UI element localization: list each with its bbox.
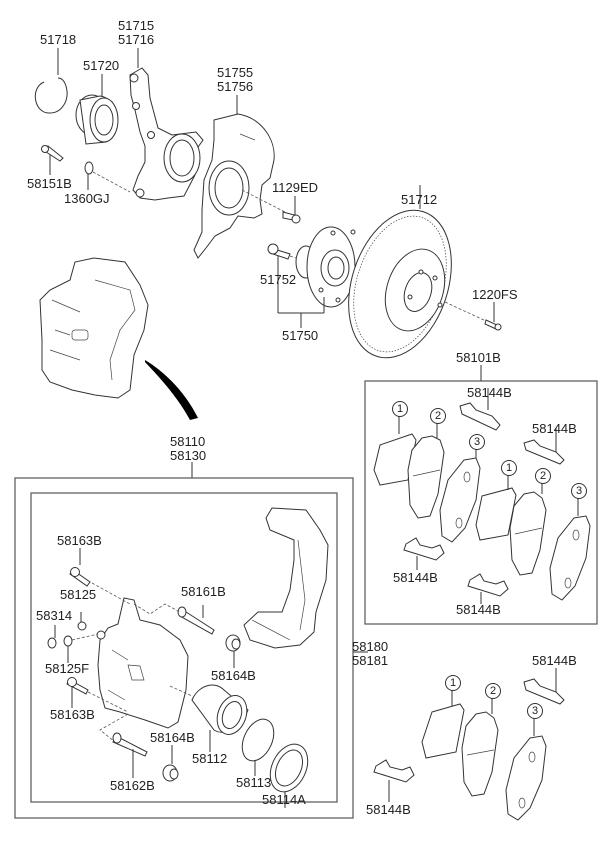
- label-pad-kit-lower[interactable]: 58180 58181: [352, 640, 388, 668]
- label-58114a[interactable]: 58114A: [262, 792, 306, 807]
- label-51715: 51715: [118, 18, 155, 33]
- callout-upper-a-2: 2: [430, 408, 446, 424]
- label-51755: 51755: [217, 65, 254, 80]
- callout-upper-a-1: 1: [392, 401, 408, 417]
- shim-lower-part[interactable]: [421, 690, 465, 759]
- label-58130: 58130: [170, 448, 207, 463]
- piston-seal-58113-part[interactable]: [236, 714, 280, 776]
- label-58110: 58110: [170, 434, 206, 449]
- label-58112[interactable]: 58112: [192, 751, 228, 766]
- bolt-1129ed-part[interactable]: [282, 196, 301, 224]
- pad-inner-lower-part[interactable]: [461, 697, 499, 797]
- label-58113[interactable]: 58113: [236, 775, 272, 790]
- label-51750[interactable]: 51750: [282, 328, 319, 343]
- pad-inner-upper-b-part[interactable]: [509, 476, 547, 576]
- pad-outer-upper-b-part[interactable]: [549, 498, 591, 601]
- bolt-58163b-bottom-part[interactable]: [66, 677, 129, 713]
- caliper-overview-part[interactable]: [39, 257, 198, 420]
- label-58125[interactable]: 58125: [60, 587, 97, 602]
- shim-upper-a-part[interactable]: [373, 416, 417, 486]
- label-1360gj[interactable]: 1360GJ: [64, 191, 110, 206]
- clip-lower-right-part[interactable]: [523, 668, 565, 705]
- callout-lower-1: 1: [445, 675, 461, 691]
- nut-1360gj-part[interactable]: [84, 161, 131, 193]
- piston-boot-58114a-part[interactable]: [263, 738, 315, 808]
- clip-upper-bottom-right-part[interactable]: [467, 573, 509, 604]
- caliper-assembly-box: [14, 477, 354, 819]
- clip-lower-left-part[interactable]: [373, 759, 415, 802]
- clip-upper-right-part[interactable]: [523, 428, 565, 465]
- label-dust-cover[interactable]: 51755 51756: [217, 66, 253, 94]
- callout-lower-2: 2: [485, 683, 501, 699]
- bleeder-58314-part[interactable]: [47, 625, 57, 649]
- label-58144b-1[interactable]: 58144B: [467, 385, 512, 400]
- guide-pin-58162b-part[interactable]: [99, 713, 148, 778]
- label-51718[interactable]: 51718: [40, 32, 77, 47]
- steering-knuckle-part[interactable]: [129, 48, 204, 201]
- label-58144b-2[interactable]: 58144B: [532, 421, 577, 436]
- clip-upper-top-part[interactable]: [459, 388, 501, 431]
- callout-lower-3: 3: [527, 703, 543, 719]
- pad-inner-upper-a-part[interactable]: [407, 420, 445, 519]
- caliper-body-part[interactable]: [96, 597, 189, 729]
- pad-outer-upper-a-part[interactable]: [439, 449, 481, 543]
- bolt-58151b-part[interactable]: [41, 145, 64, 176]
- pad-outer-lower-part[interactable]: [505, 718, 547, 821]
- label-58151b[interactable]: 58151B: [27, 176, 72, 191]
- label-51720[interactable]: 51720: [83, 58, 120, 73]
- label-58180: 58180: [352, 639, 389, 654]
- label-58144b-4[interactable]: 58144B: [456, 602, 501, 617]
- label-1129ed[interactable]: 1129ED: [272, 180, 319, 195]
- label-58144b-5[interactable]: 58144B: [532, 653, 577, 668]
- label-58125f[interactable]: 58125F: [45, 661, 90, 676]
- label-51756: 51756: [217, 79, 254, 94]
- label-58163b-top[interactable]: 58163B: [57, 533, 102, 548]
- label-58314[interactable]: 58314: [36, 608, 73, 623]
- label-58163b-bottom[interactable]: 58163B: [50, 707, 95, 722]
- label-58101b[interactable]: 58101B: [456, 350, 501, 365]
- label-58161b[interactable]: 58161B: [181, 584, 226, 599]
- screw-1220fs-part[interactable]: [444, 301, 502, 331]
- label-knuckle[interactable]: 51715 51716: [118, 19, 154, 47]
- label-58164b-top[interactable]: 58164B: [211, 668, 256, 683]
- bolt-58163b-top-part[interactable]: [69, 548, 131, 605]
- dust-cover-part[interactable]: [193, 95, 286, 259]
- label-58164b-bottom[interactable]: 58164B: [150, 730, 195, 745]
- wheel-hub-part[interactable]: [278, 226, 356, 328]
- label-58144b-6[interactable]: 58144B: [366, 802, 411, 817]
- shim-upper-b-part[interactable]: [475, 474, 517, 541]
- piston-58112-part[interactable]: [169, 684, 252, 752]
- label-51712[interactable]: 51712: [401, 192, 438, 207]
- callout-upper-b-2: 2: [535, 468, 551, 484]
- callout-upper-a-3: 3: [469, 434, 485, 450]
- boot-58164b-bottom-part[interactable]: [162, 745, 179, 782]
- callout-upper-b-1: 1: [501, 460, 517, 476]
- wheel-bearing-part[interactable]: [75, 74, 119, 145]
- brake-disc-part[interactable]: [331, 185, 469, 371]
- label-51752[interactable]: 51752: [260, 272, 297, 287]
- callout-upper-b-3: 3: [571, 483, 587, 499]
- boot-58164b-top-part[interactable]: [225, 634, 241, 668]
- label-58162b[interactable]: 58162B: [110, 778, 155, 793]
- label-1220fs[interactable]: 1220FS: [472, 287, 518, 302]
- bleeder-screw-58125f-part[interactable]: [63, 633, 99, 663]
- caliper-bracket-part[interactable]: [243, 507, 329, 649]
- caliper-inner-box: [30, 492, 338, 803]
- label-58144b-3[interactable]: 58144B: [393, 570, 438, 585]
- label-58181: 58181: [352, 653, 389, 668]
- clip-upper-bottom-left-part[interactable]: [403, 537, 445, 570]
- bleeder-cap-58125-part[interactable]: [77, 612, 87, 631]
- snap-ring-part[interactable]: [34, 48, 68, 114]
- label-caliper-assy[interactable]: 58110 58130: [170, 435, 206, 463]
- guide-pin-58161b-part[interactable]: [133, 603, 215, 635]
- label-51716: 51716: [118, 32, 155, 47]
